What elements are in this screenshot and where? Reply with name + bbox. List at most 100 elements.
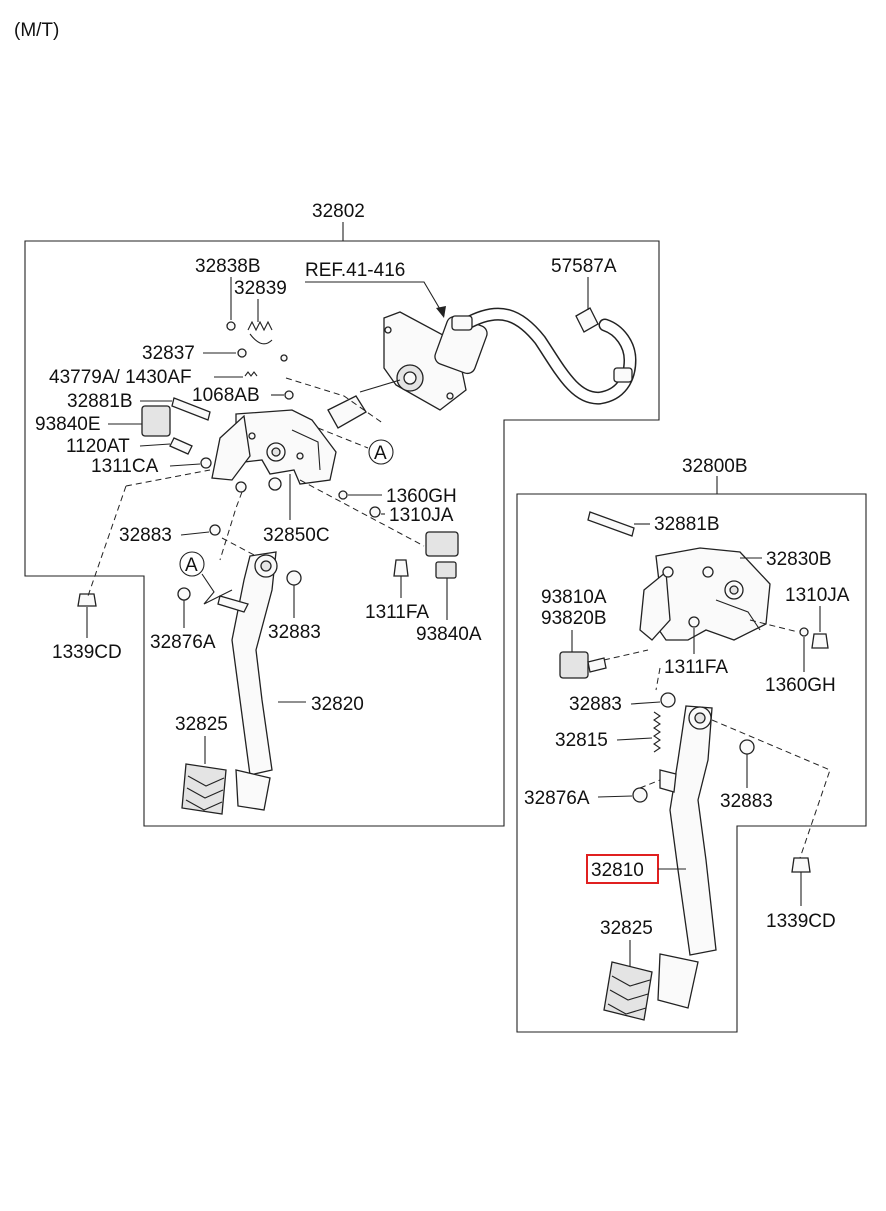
spring-pin-43779A — [244, 371, 258, 377]
label-32838B: 32838B — [195, 256, 261, 277]
right-assembly-outline — [516, 493, 867, 1033]
switch-93840A — [425, 531, 459, 579]
screw-1120AT — [169, 437, 193, 455]
label-32825-left: 32825 — [175, 714, 228, 735]
leader-1120AT — [139, 443, 171, 447]
leader-32815 — [616, 737, 653, 741]
ref-arrow-icon — [436, 306, 446, 318]
variant-label: (M/T) — [14, 20, 59, 41]
label-32839: 32839 — [234, 278, 287, 299]
label-93810A: 93810A — [541, 587, 607, 608]
label-32810[interactable]: 32810 — [591, 860, 644, 881]
circle-a-2-leader — [201, 573, 233, 605]
label-1339CD-left: 1339CD — [52, 642, 122, 663]
hose-clip-57587A — [575, 307, 599, 333]
nut-32838B — [226, 321, 236, 331]
clutch-hose — [451, 307, 637, 405]
label-1068AB: 1068AB — [192, 385, 260, 406]
reference-circle-a-2-label: A — [185, 555, 198, 576]
dash-right-1 — [603, 649, 649, 661]
label-93840E: 93840E — [35, 414, 101, 435]
switch-93840E — [141, 405, 171, 437]
dash-left-4 — [221, 537, 257, 557]
label-32830B: 32830B — [766, 549, 832, 570]
dash-right-3 — [655, 667, 661, 691]
label-1310JA-left: 1310JA — [389, 505, 454, 526]
label-1311FA-left: 1311FA — [365, 602, 429, 623]
pedal-pad-32825-right — [603, 961, 653, 1021]
label-1360GH-right: 1360GH — [765, 675, 836, 696]
washer-1360GH-right — [799, 627, 809, 637]
pedal-pad-32825-left — [181, 763, 227, 815]
pedal-bracket-32830B — [639, 547, 771, 641]
label-32820: 32820 — [311, 694, 364, 715]
dash-left-2 — [317, 427, 369, 449]
label-93820B: 93820B — [541, 608, 607, 629]
bushing-32883-right-a — [660, 692, 676, 708]
nut-1310JA-right — [811, 633, 829, 649]
left-assembly-outline — [24, 240, 660, 827]
label-32876A-left: 32876A — [150, 632, 216, 653]
dash-right-2 — [749, 619, 799, 633]
washer-1068AB — [284, 390, 294, 400]
nut-1311FA-right — [688, 616, 700, 628]
label-32850C: 32850C — [263, 525, 330, 546]
clutch-master-cylinder — [327, 311, 488, 429]
bolt-32881B — [171, 397, 211, 421]
leader-32876A-right — [597, 795, 633, 798]
label-32825-right: 32825 — [600, 918, 653, 939]
spring-32839 — [247, 320, 273, 345]
label-57587A: 57587A — [551, 256, 617, 277]
clutch-pedal-32810 — [657, 705, 717, 1009]
leader-32883-left-a — [180, 531, 210, 536]
label-43779A-1430AF: 43779A/ 1430AF — [49, 367, 192, 388]
nut-1311FA — [393, 559, 409, 577]
dash-left-6 — [219, 491, 243, 561]
dash-right-5 — [639, 779, 661, 789]
label-32883-right-b: 32883 — [720, 791, 773, 812]
label-1311CA: 1311CA — [91, 456, 159, 477]
leader-32883-right-a — [630, 701, 661, 705]
washer-1360GH — [338, 490, 348, 500]
bushing-32883-a — [209, 524, 221, 536]
switch-93810A — [559, 651, 607, 679]
label-1360GH-left: 1360GH — [386, 486, 457, 507]
label-1339CD-right: 1339CD — [766, 911, 836, 932]
bushing-32883-b — [286, 570, 302, 586]
nut-1339CD-right — [791, 857, 811, 873]
stopper-32876A — [177, 587, 191, 601]
dash-right-4 — [711, 719, 831, 859]
label-32837: 32837 — [142, 343, 195, 364]
washer-32837 — [280, 354, 288, 362]
left-assembly-title: 32802 — [312, 201, 365, 222]
pedal-bracket — [211, 409, 337, 491]
clip-bracket — [235, 481, 247, 493]
dash-left-1 — [285, 377, 385, 425]
nut-1339CD-left — [77, 593, 97, 607]
dash-left-5 — [87, 469, 211, 597]
label-1310JA-right: 1310JA — [785, 585, 850, 606]
clutch-pedal-32820 — [217, 551, 278, 811]
nut-1310JA — [369, 506, 381, 518]
label-32883-left-b: 32883 — [268, 622, 321, 643]
label-ref-41-416: REF.41-416 — [305, 260, 405, 281]
bushing-32883-right-b — [739, 739, 755, 755]
leader-ref — [305, 281, 445, 317]
dash-left-3 — [299, 479, 425, 547]
bolt-32881B-right — [587, 511, 635, 537]
leader-1311CA — [169, 463, 201, 467]
label-1311FA-right: 1311FA — [664, 657, 728, 678]
label-32883-left-a: 32883 — [119, 525, 172, 546]
label-93840A: 93840A — [416, 624, 482, 645]
label-32815: 32815 — [555, 730, 608, 751]
stopper-32876A-right — [632, 787, 648, 803]
label-32876A-right: 32876A — [524, 788, 590, 809]
reference-circle-a-2 — [179, 551, 205, 577]
label-32883-right-a: 32883 — [569, 694, 622, 715]
label-1120AT: 1120AT — [66, 436, 130, 457]
right-assembly-title: 32800B — [682, 456, 748, 477]
reference-circle-a-1 — [368, 439, 394, 465]
nut-1311CA — [200, 457, 212, 469]
